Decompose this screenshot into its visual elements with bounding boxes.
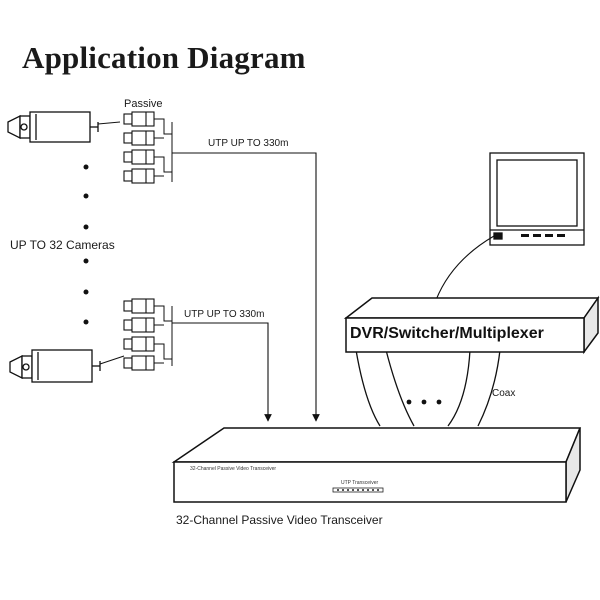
cameras-count-label: UP TO 32 Cameras <box>10 238 115 252</box>
balun-connector-icon <box>123 298 155 314</box>
balun-wires-top <box>154 118 173 182</box>
dvr-switcher-box <box>343 295 600 355</box>
coax-dots <box>406 399 442 405</box>
utp-cable-top <box>172 152 320 422</box>
passive-label: Passive <box>124 98 163 110</box>
passive-balun-group-top <box>123 111 155 184</box>
balun-connector-icon <box>123 130 155 146</box>
monitor-cable <box>435 235 495 301</box>
camera-top-icon <box>7 111 99 143</box>
page-title: Application Diagram <box>22 40 306 75</box>
balun-connector-icon <box>123 149 155 165</box>
transceiver-front-left-text: 32-Channel Passive Video Transceiver <box>190 466 277 472</box>
monitor-icon <box>489 152 585 246</box>
balun-connector-icon <box>123 111 155 127</box>
balun-connector-icon <box>123 355 155 371</box>
dvr-label: DVR/Switcher/Multiplexer <box>350 325 544 342</box>
coax-bundle <box>355 349 501 427</box>
utp-cable-bottom <box>172 322 272 422</box>
balun-connector-icon <box>123 168 155 184</box>
transceiver-port-strip <box>332 487 384 493</box>
balun-connector-icon <box>123 336 155 352</box>
camera-bottom-cable <box>99 355 125 365</box>
transceiver-front-center-text: UTP Transceiver <box>341 480 379 486</box>
utp-bottom-label: UTP UP TO 330m <box>184 309 265 320</box>
balun-wires-bottom <box>154 305 173 366</box>
transceiver-box <box>171 427 582 503</box>
camera-continuation-dots <box>83 164 89 325</box>
transceiver-label: 32-Channel Passive Video Transceiver <box>176 513 383 527</box>
camera-bottom-icon <box>9 349 101 383</box>
utp-top-label: UTP UP TO 330m <box>208 138 289 149</box>
balun-connector-icon <box>123 317 155 333</box>
passive-balun-group-bottom <box>123 298 155 371</box>
coax-label: Coax <box>492 388 516 399</box>
camera-top-cable <box>97 121 121 125</box>
